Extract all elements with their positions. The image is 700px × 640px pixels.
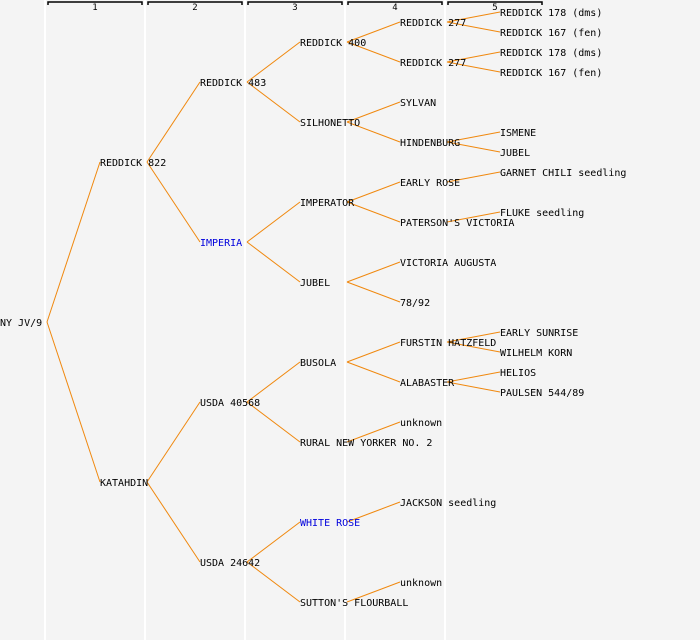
generation-bracket [47, 1, 143, 5]
pedigree-node[interactable]: REDDICK 167 (fen) [500, 68, 602, 79]
pedigree-node[interactable]: USDA 40568 [200, 398, 260, 409]
pedigree-node[interactable]: REDDICK 822 [100, 158, 166, 169]
pedigree-edge [346, 581, 401, 603]
pedigree-edge [346, 121, 401, 143]
generation-header: 1 [92, 3, 97, 13]
pedigree-node[interactable]: REDDICK 400 [300, 38, 366, 49]
generation-header: 2 [192, 3, 197, 13]
pedigree-edge [346, 361, 401, 383]
pedigree-edge [346, 421, 401, 443]
pedigree-node[interactable]: PATERSON'S VICTORIA [400, 218, 514, 229]
pedigree-edge [446, 21, 501, 33]
pedigree-edge [446, 131, 501, 143]
pedigree-node[interactable]: unknown [400, 418, 442, 429]
pedigree-edge [346, 341, 401, 363]
pedigree-edges [46, 11, 501, 603]
pedigree-node[interactable]: ISMENE [500, 128, 536, 139]
pedigree-edge [246, 201, 301, 243]
pedigree-node[interactable]: PAULSEN 544/89 [500, 388, 584, 399]
pedigree-edge [146, 81, 201, 163]
pedigree-node[interactable]: USDA 24642 [200, 558, 260, 569]
pedigree-edge [446, 141, 501, 153]
pedigree-edge [446, 51, 501, 63]
pedigree-node[interactable]: BUSOLA [300, 358, 336, 369]
pedigree-node[interactable]: VICTORIA AUGUSTA [400, 258, 496, 269]
pedigree-edge [346, 101, 401, 123]
pedigree-node[interactable]: REDDICK 483 [200, 78, 266, 89]
pedigree-edge [446, 171, 501, 183]
pedigree-edge [246, 361, 301, 403]
pedigree-edge [346, 41, 401, 63]
generation-bracket [147, 1, 243, 5]
pedigree-edge [446, 371, 501, 383]
pedigree-node[interactable]: KATAHDIN [100, 478, 148, 489]
pedigree-labels: NY JV/9 REDDICK 822 REDDICK 483 REDDICK 400… [0, 8, 626, 609]
pedigree-edge [446, 11, 501, 23]
pedigree-edge [346, 21, 401, 43]
pedigree-node[interactable]: SILHONETTO [300, 118, 360, 129]
pedigree-edge [146, 161, 201, 243]
pedigree-edge [446, 61, 501, 73]
pedigree-node[interactable]: IMPERIA [200, 238, 242, 249]
pedigree-node[interactable]: JUBEL [500, 148, 530, 159]
pedigree-node[interactable]: IMPERATOR [300, 198, 355, 209]
pedigree-edge [246, 521, 301, 563]
pedigree-node[interactable]: 78/92 [400, 298, 430, 309]
pedigree-node[interactable]: SYLVAN [400, 98, 436, 109]
pedigree-node[interactable]: SUTTON'S FLOURBALL [300, 598, 408, 609]
pedigree-node[interactable]: FLUKE seedling [500, 208, 584, 219]
pedigree-node[interactable]: WILHELM KORN [500, 348, 572, 359]
generation-bracket [347, 1, 443, 5]
pedigree-node[interactable]: NY JV/9 [0, 318, 42, 329]
pedigree-node[interactable]: REDDICK 167 (fen) [500, 28, 602, 39]
generation-header: 4 [392, 3, 397, 13]
pedigree-node[interactable]: WHITE ROSE [300, 518, 360, 529]
pedigree-node[interactable]: JACKSON seedling [400, 498, 496, 509]
pedigree-edge [246, 561, 301, 603]
generation-header: 5 [492, 3, 497, 13]
pedigree-node[interactable]: RURAL NEW YORKER NO. 2 [300, 438, 432, 449]
pedigree-edge [446, 381, 501, 393]
pedigree-node[interactable]: REDDICK 277 [400, 18, 466, 29]
pedigree-node[interactable]: GARNET CHILI seedling [500, 168, 626, 179]
pedigree-edge [246, 41, 301, 83]
pedigree-node[interactable]: EARLY SUNRISE [500, 328, 578, 339]
pedigree-edge [246, 241, 301, 283]
pedigree-edge [46, 321, 101, 483]
pedigree-edge [446, 211, 501, 223]
pedigree-edge [346, 181, 401, 203]
pedigree-edge [246, 401, 301, 443]
pedigree-node[interactable]: REDDICK 277 [400, 58, 466, 69]
pedigree-edge [346, 281, 401, 303]
pedigree-node[interactable]: HINDENBURG [400, 138, 460, 149]
pedigree-edge [446, 341, 501, 353]
pedigree-edge [346, 261, 401, 283]
pedigree-node[interactable]: ALABASTER [400, 378, 455, 389]
pedigree-node[interactable]: unknown [400, 578, 442, 589]
generation-bracket [247, 1, 343, 5]
pedigree-edge [346, 201, 401, 223]
pedigree-node[interactable]: HELIOS [500, 368, 536, 379]
pedigree-edge [246, 81, 301, 123]
pedigree-edge [46, 161, 101, 323]
pedigree-edge [346, 501, 401, 523]
pedigree-node[interactable]: REDDICK 178 (dms) [500, 48, 602, 59]
generation-header: 3 [292, 3, 297, 13]
pedigree-edge [146, 401, 201, 483]
pedigree-node[interactable]: FURSTIN HATZFELD [400, 338, 496, 349]
generation-columns: 1 2 3 4 5 [44, 0, 543, 640]
generation-bracket [447, 1, 543, 5]
pedigree-node[interactable]: REDDICK 178 (dms) [500, 8, 602, 19]
pedigree-node[interactable]: EARLY ROSE [400, 178, 460, 189]
pedigree-edge [446, 331, 501, 343]
pedigree-node[interactable]: JUBEL [300, 278, 330, 289]
pedigree-edge [146, 481, 201, 563]
